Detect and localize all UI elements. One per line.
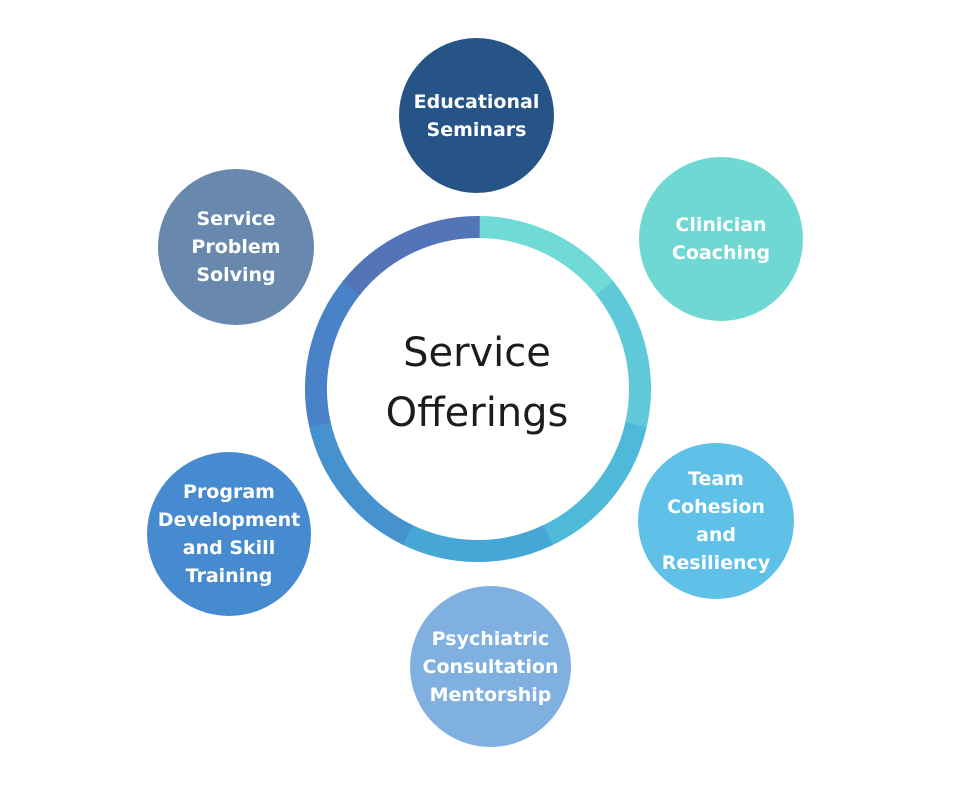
- node-label: Team Cohesion and Resiliency: [661, 468, 771, 574]
- node-label: Service Problem Solving: [191, 208, 281, 286]
- node-clinician-coaching: Clinician Coaching: [639, 157, 803, 321]
- node-team-cohesion-resiliency: Team Cohesion and Resiliency: [638, 443, 794, 599]
- ring-segment: [401, 524, 554, 562]
- center-ring: [305, 216, 651, 562]
- ring-segment: [305, 279, 362, 428]
- ring-segment: [308, 420, 413, 545]
- node-label: Educational Seminars: [413, 90, 540, 141]
- center-title: Service Offerings: [385, 330, 569, 436]
- ring-segment: [477, 216, 615, 297]
- node-service-problem-solving: Service Problem Solving: [158, 169, 314, 325]
- node-label: Psychiatric Consultation Mentorship: [422, 627, 559, 706]
- node-program-development-skill-training: Program Development and Skill Training: [147, 452, 311, 616]
- ring-segment: [541, 422, 647, 546]
- ring-segment: [595, 281, 651, 430]
- ring-segment: [342, 216, 480, 296]
- node-label: Program Development and Skill Training: [157, 481, 301, 587]
- node-psychiatric-consultation-mentorship: Psychiatric Consultation Mentorship: [410, 586, 571, 747]
- node-label: Clinician Coaching: [671, 214, 771, 264]
- node-educational-seminars: Educational Seminars: [399, 38, 554, 193]
